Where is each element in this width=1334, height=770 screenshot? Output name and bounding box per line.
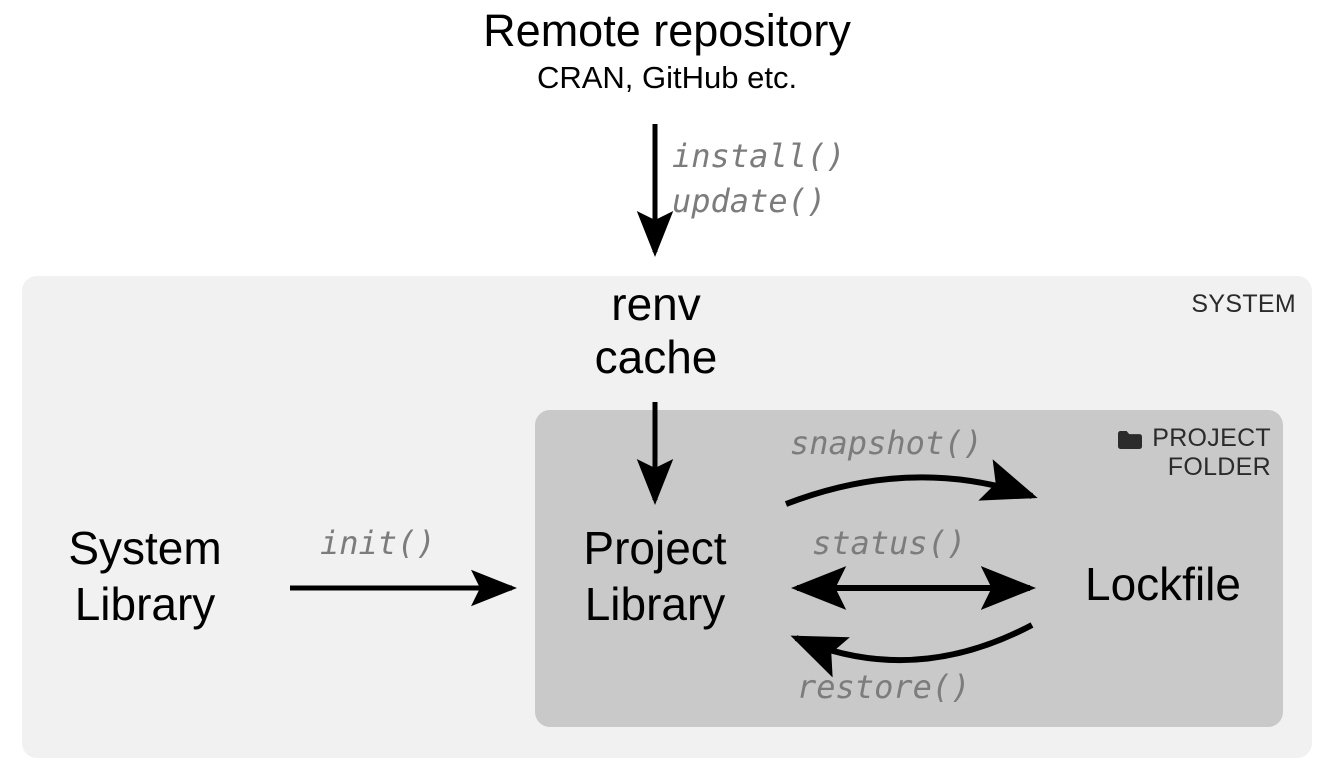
project-folder-label-text: PROJECT FOLDER — [1152, 424, 1271, 481]
label-install-update: install() update() — [672, 137, 846, 220]
node-system-library: System Library — [68, 522, 222, 630]
page-subtitle: CRAN, GitHub etc. — [536, 60, 798, 95]
folder-icon — [1117, 430, 1143, 455]
label-status: status() — [812, 524, 967, 562]
node-renv-cache: renv cache — [594, 278, 718, 383]
node-project-library: Project Library — [583, 522, 727, 630]
arrow-snapshot — [784, 459, 1038, 507]
project-folder-label-group: PROJECT FOLDER — [1117, 424, 1271, 482]
page-title: Remote repository — [483, 5, 851, 56]
label-snapshot: snapshot() — [790, 424, 983, 462]
node-lockfile: Lockfile — [1085, 558, 1241, 610]
arrow-restore — [790, 622, 1034, 678]
headline-group: Remote repository CRAN, GitHub etc. — [0, 4, 1334, 97]
system-container-label: SYSTEM — [1191, 290, 1296, 318]
label-init: init() — [320, 524, 436, 562]
